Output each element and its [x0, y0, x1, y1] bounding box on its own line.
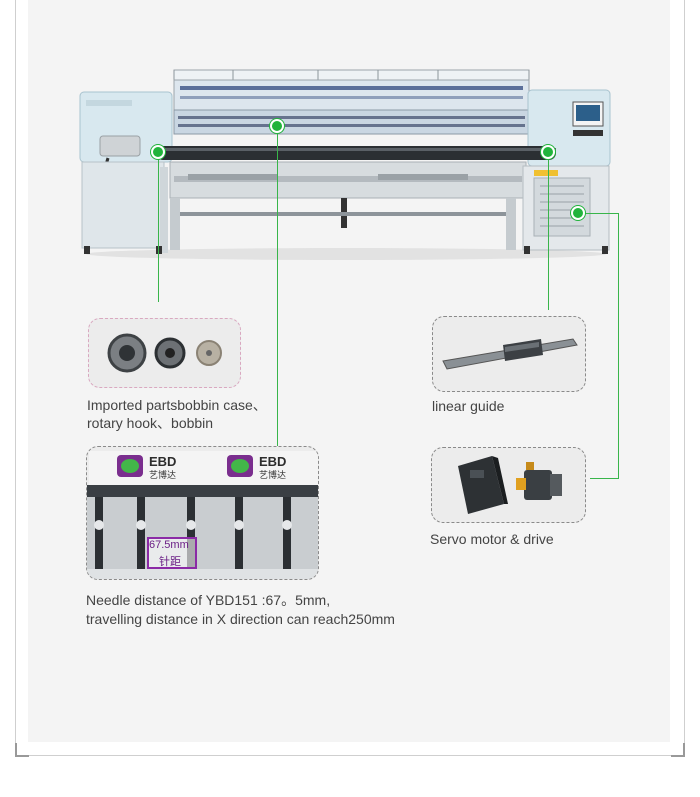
bobbin-caption-line2: rotary hook、bobbin [87, 415, 214, 431]
bobbin-caption-line1: Imported partsbobbin case、 [87, 397, 267, 413]
connector-line-needle [277, 126, 278, 446]
brand-name-right-cn: 艺博达 [259, 470, 287, 480]
marker-dot-needle[interactable] [270, 119, 284, 133]
linear-guide-callout-card [432, 316, 586, 392]
linear-guide-icon [442, 338, 578, 370]
needle-heads-image [87, 485, 318, 579]
brand-logo-right-mark [231, 459, 249, 473]
connector-line-servo-top [578, 213, 618, 214]
marker-dot-guide[interactable] [541, 145, 555, 159]
needle-measure-value: 67.5mm [149, 539, 189, 551]
brand-name-left: EBD [149, 454, 177, 469]
needle-caption-line2: travelling distance in X direction can r… [86, 611, 395, 627]
connector-line-servo [618, 213, 619, 479]
brand-name-right: EBD [259, 454, 287, 469]
page-frame [15, 0, 685, 756]
needle-measure-box [147, 537, 197, 569]
needle-measure-cn: 针距 [159, 556, 181, 568]
marker-dot-servo[interactable] [571, 206, 585, 220]
bobbin-parts-icon [107, 333, 222, 373]
servo-caption: Servo motor & drive [430, 531, 554, 547]
needle-callout-card: EBD 艺博达 EBD 艺博达 67.5mm 针距 [86, 446, 319, 580]
servo-callout-card [431, 447, 586, 523]
brand-logo-left-mark [121, 459, 139, 473]
servo-motor-drive-icon [458, 456, 562, 514]
corner-bottom-left [15, 743, 29, 757]
connector-line-servo-bottom [590, 478, 619, 479]
connector-line-guide [548, 152, 549, 310]
corner-bottom-right [671, 743, 685, 757]
brand-name-left-cn: 艺博达 [149, 470, 177, 480]
linear-guide-caption: linear guide [432, 398, 505, 414]
bobbin-callout-card [88, 318, 241, 388]
marker-dot-bobbin[interactable] [151, 145, 165, 159]
needle-caption-line1: Needle distance of YBD151 :67。5mm, [86, 592, 331, 608]
connector-line-bobbin [158, 152, 159, 302]
